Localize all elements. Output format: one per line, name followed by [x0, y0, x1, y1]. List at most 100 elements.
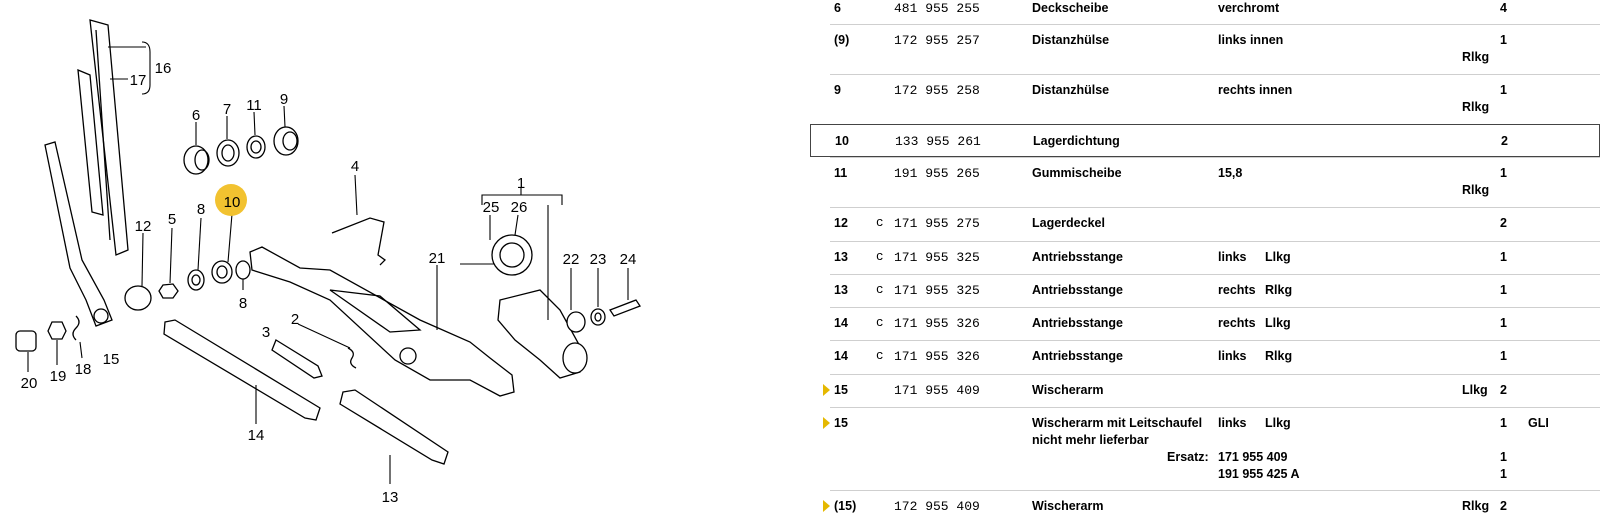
part-remark-2: Llkg: [1265, 250, 1291, 264]
part-remark-2: Rlkg: [1265, 349, 1293, 363]
part-number: 172 955 257: [894, 33, 980, 48]
position-number: 15: [834, 416, 848, 430]
part-description: Distanzhülse: [1032, 83, 1110, 97]
part-remark: rechts: [1218, 316, 1256, 330]
wiper-blade-drawing: [77, 19, 151, 256]
callout-13[interactable]: 13: [382, 489, 399, 506]
callout-10[interactable]: 10: [224, 194, 241, 211]
callout-11[interactable]: 11: [246, 97, 262, 114]
callout-20[interactable]: 20: [21, 375, 38, 392]
quantity: 1: [1500, 83, 1507, 97]
replacement-label: Ersatz:: [1167, 450, 1209, 464]
position-number: 13: [834, 283, 848, 297]
callout-21[interactable]: 21: [429, 250, 446, 267]
callout-23[interactable]: 23: [590, 251, 607, 268]
callout-7[interactable]: 7: [223, 101, 231, 118]
row-divider: [830, 340, 1600, 341]
wiper-arm-drawing: [44, 141, 113, 327]
callout-4[interactable]: 4: [351, 158, 359, 175]
quantity: 2: [1500, 216, 1507, 230]
callout-17[interactable]: 17: [130, 72, 147, 89]
vehicle-category: Rlkg: [1462, 499, 1490, 513]
part-description: Gummischeibe: [1032, 166, 1122, 180]
vehicle-category: Llkg: [1462, 383, 1488, 397]
callout-15[interactable]: 15: [103, 351, 120, 368]
part-number: 171 955 326: [894, 349, 980, 364]
part-number: 171 955 325: [894, 283, 980, 298]
part-description: Wischerarm: [1032, 499, 1104, 513]
part-description: Wischerarm mit Leitschaufel: [1032, 416, 1203, 430]
callout-8[interactable]: 8: [239, 295, 247, 312]
part-description: Deckscheibe: [1032, 1, 1109, 15]
position-number: 9: [834, 83, 841, 97]
callout-16[interactable]: 16: [155, 60, 172, 77]
callout-6[interactable]: 6: [192, 107, 200, 124]
position-number: (15): [834, 499, 857, 513]
callout-26[interactable]: 26: [511, 199, 528, 216]
position-number: 6: [834, 1, 841, 15]
part-number: 171 955 275: [894, 216, 980, 231]
callout-25[interactable]: 25: [483, 199, 500, 216]
part-remark: 15,8: [1218, 166, 1243, 180]
row-divider: [830, 490, 1600, 491]
callout-5[interactable]: 5: [168, 211, 176, 228]
part-remark: verchromt: [1218, 1, 1280, 15]
position-number: 13: [834, 250, 848, 264]
part-number: 171 955 325: [894, 250, 980, 265]
table-row[interactable]: 15 Wischerarm mit Leitschaufel nicht mehr …: [810, 407, 1600, 490]
part-description: Distanzhülse: [1032, 33, 1110, 47]
callout-18[interactable]: 18: [75, 361, 92, 378]
callout-3[interactable]: 3: [262, 324, 270, 341]
change-marker: c: [876, 250, 884, 264]
change-marker: c: [876, 349, 884, 363]
wiper-motor-drawing: [460, 188, 588, 379]
callout-1[interactable]: 1: [517, 175, 525, 192]
row-divider: [830, 207, 1600, 208]
callout-24[interactable]: 24: [620, 251, 637, 268]
callout-22[interactable]: 22: [563, 251, 580, 268]
part-number: 133 955 261: [895, 134, 981, 149]
screw-assembly-drawing: [331, 174, 387, 266]
replacement-part-number: 191 955 425 A: [1218, 467, 1300, 481]
callout-14[interactable]: 14: [248, 427, 265, 444]
callout-12[interactable]: 12: [135, 218, 152, 235]
change-marker: c: [876, 316, 884, 330]
expand-marker-icon[interactable]: [823, 500, 830, 512]
part-description-note: nicht mehr lieferbar: [1032, 433, 1149, 447]
callout-9[interactable]: 9: [280, 91, 288, 108]
row-divider: [830, 374, 1600, 375]
part-number: 172 955 409: [894, 499, 980, 514]
callout-2[interactable]: 2: [291, 311, 299, 328]
row-divider: [830, 307, 1600, 308]
part-description: Lagerdichtung: [1033, 134, 1120, 148]
part-number: 172 955 258: [894, 83, 980, 98]
callout-19[interactable]: 19: [50, 368, 67, 385]
quantity: 1: [1500, 349, 1507, 363]
replacement-quantity: 1: [1500, 467, 1507, 481]
expand-marker-icon[interactable]: [823, 384, 830, 396]
quantity: 4: [1500, 1, 1507, 15]
part-remark: rechts innen: [1218, 83, 1293, 97]
part-remark: links: [1218, 416, 1247, 430]
part-number: 171 955 326: [894, 316, 980, 331]
row-divider: [830, 241, 1600, 242]
expand-marker-icon[interactable]: [823, 417, 830, 429]
nut-parts-drawing: [15, 315, 83, 372]
part-number: 191 955 265: [894, 166, 980, 181]
quantity: 1: [1500, 33, 1507, 47]
callout-8[interactable]: 8: [197, 201, 205, 218]
